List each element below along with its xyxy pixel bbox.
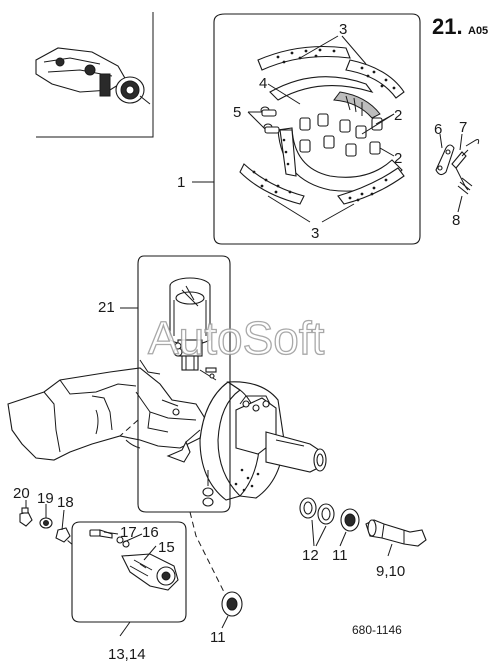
lower-bearing bbox=[221, 591, 243, 629]
callout-7: 7 bbox=[459, 119, 467, 136]
seal-and-bearing-parts bbox=[299, 497, 360, 547]
callout-4: 4 bbox=[259, 75, 267, 92]
callout-2-upper: 2 bbox=[394, 107, 402, 124]
callout-18: 18 bbox=[57, 494, 74, 511]
callout-3-top: 3 bbox=[339, 21, 347, 38]
callout-21: 21 bbox=[98, 299, 115, 316]
callout-1: 1 bbox=[177, 174, 185, 191]
callout-2-lower: 2 bbox=[394, 150, 402, 167]
callout-17: 17 bbox=[120, 524, 137, 541]
callout-labels: 3 4 5 2 2 1 3 6 7 8 21 20 19 18 17 16 15… bbox=[13, 21, 467, 663]
callout-12: 12 bbox=[302, 547, 319, 564]
fastener-parts bbox=[19, 507, 71, 543]
callout-9-10: 9,10 bbox=[376, 563, 405, 580]
drawing-number: 680-1146 bbox=[352, 623, 402, 637]
section-suffix: A05 bbox=[468, 25, 488, 37]
callout-20: 20 bbox=[13, 485, 30, 502]
callout-5: 5 bbox=[233, 104, 241, 121]
anchor-pins bbox=[260, 106, 280, 134]
shoe-pins bbox=[299, 113, 383, 157]
hub-parts-panel bbox=[71, 521, 187, 623]
callout-13-14: 13,14 bbox=[108, 646, 146, 663]
return-spring-parts bbox=[435, 133, 480, 213]
callout-8: 8 bbox=[452, 212, 460, 229]
backing-plate bbox=[199, 381, 327, 501]
section-number: 21. bbox=[432, 14, 463, 39]
vehicle-locator-inset bbox=[35, 12, 154, 138]
callout-11-upper: 11 bbox=[332, 547, 348, 564]
brake-shoe-panel bbox=[192, 13, 421, 245]
callout-6: 6 bbox=[434, 121, 442, 138]
callout-15: 15 bbox=[158, 539, 175, 556]
watermark: AutoSoft bbox=[148, 312, 325, 364]
axle-housing bbox=[7, 359, 207, 461]
callout-11-lower: 11 bbox=[210, 629, 226, 646]
wheel-cylinder-panel bbox=[120, 255, 231, 513]
axle-shaft bbox=[365, 519, 427, 557]
callout-16: 16 bbox=[142, 524, 159, 541]
callout-19: 19 bbox=[37, 490, 54, 507]
callout-3-bottom: 3 bbox=[311, 225, 319, 242]
